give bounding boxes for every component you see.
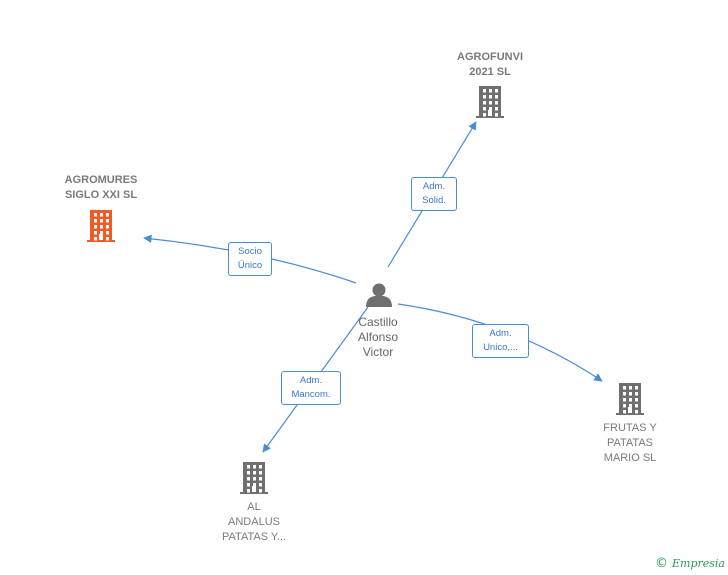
company-label-frutas[interactable]: FRUTAS Y PATATAS MARIO SL — [603, 422, 657, 464]
edge-label-agromures[interactable]: Socio Único — [228, 242, 272, 276]
edge-label-frutas[interactable]: Adm. Unico,... — [472, 324, 529, 358]
company-label-al-andalus[interactable]: AL ANDALUS PATATAS Y... — [222, 501, 286, 543]
brand-watermark[interactable]: © Empresia — [655, 556, 725, 571]
edge-label-agrofunvi[interactable]: Adm. Solid. — [411, 177, 457, 211]
person-icon[interactable] — [366, 283, 392, 308]
edge-label-al-andalus[interactable]: Adm. Mancom. — [281, 371, 341, 405]
building-icon[interactable] — [616, 383, 644, 415]
building-icon[interactable] — [87, 210, 115, 242]
building-icon[interactable] — [240, 462, 268, 494]
company-label-agromures[interactable]: AGROMURES SIGLO XXI SL — [64, 174, 138, 201]
person-label[interactable]: Castillo Alfonso Victor — [357, 315, 399, 359]
copyright-icon: © — [655, 556, 668, 571]
brand-name: Empresia — [672, 557, 725, 570]
building-icon[interactable] — [476, 86, 504, 118]
company-label-agrofunvi[interactable]: AGROFUNVI 2021 SL — [457, 51, 523, 78]
